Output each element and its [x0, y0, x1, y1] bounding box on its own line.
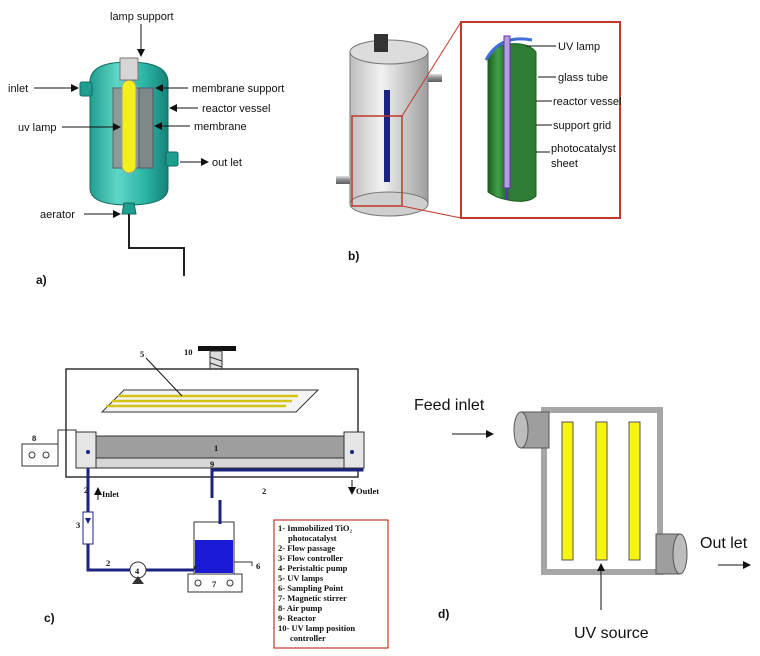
d-outlet-pipe-end: [672, 533, 688, 575]
c-legend-4: 4- Peristaltic pump: [278, 563, 348, 573]
c-num-8: 8: [32, 433, 36, 443]
b-label-reactor-vessel: reactor vessel: [553, 96, 621, 108]
c-stirrer-knob-1: [194, 579, 202, 587]
b-uv-lamp-rod: [503, 35, 511, 189]
c-legend-1b: photocatalyst: [288, 533, 337, 543]
panel-a-tag: a): [36, 273, 47, 287]
c-sampling-point: [234, 561, 253, 566]
c-num-3: 3: [76, 520, 80, 530]
c-inlet-label: Inlet: [102, 489, 119, 499]
reactor-vessel-label: reactor vessel: [202, 103, 270, 115]
c-air-pump-knob-2: [42, 451, 50, 459]
d-uv-lamp-2: [595, 421, 608, 561]
c-legend-10: 10- UV lamp position: [278, 623, 355, 633]
aerator: [121, 202, 137, 215]
c-inlet-port: [86, 450, 90, 454]
d-uv-lamp-1: [561, 421, 574, 561]
b-side-pipe-right: [428, 74, 442, 82]
c-beaker-liquid: [195, 540, 233, 573]
d-feed-inlet-label: Feed inlet: [414, 397, 485, 414]
c-outlet-label: Outlet: [356, 486, 379, 496]
b-label-glass-tube: glass tube: [558, 72, 608, 84]
b-label-sheet: sheet: [551, 158, 578, 170]
d-outlet-label: Out let: [700, 535, 748, 552]
d-inlet-pipe-end: [513, 411, 529, 449]
b-cylinder-top: [349, 39, 429, 65]
outlet-label: out let: [212, 157, 242, 169]
b-label-support-grid: support grid: [553, 120, 611, 132]
panel-d-tag: d): [438, 607, 449, 621]
panel-a: lamp support inlet membrane support reac…: [8, 11, 284, 287]
c-stirrer-knob-2: [226, 579, 234, 587]
panel-c: 10 5 1 9 8 2 2 2 3 4 6 7 Inlet Outlet 1-…: [21, 346, 389, 649]
b-label-photocatalyst: photocatalyst: [551, 143, 616, 155]
c-beaker-lines: [194, 500, 222, 570]
panel-d: Feed inlet Out let UV source d): [414, 397, 751, 642]
b-zoom-line-top: [401, 21, 462, 117]
membrane-support-label: membrane support: [192, 83, 284, 95]
c-legend-7: 7- Magnetic stirrer: [278, 593, 347, 603]
panel-b-tag: b): [348, 249, 359, 263]
inlet-label: inlet: [8, 83, 28, 95]
c-flow-controller-float: [85, 518, 91, 524]
c-legend-8: 8- Air pump: [278, 603, 323, 613]
c-flow-passage: [86, 468, 364, 572]
b-inner-lamp: [384, 90, 390, 182]
c-num-1: 1: [214, 443, 218, 453]
c-air-pump: [21, 443, 59, 467]
outlet-nozzle: [165, 151, 179, 167]
b-lamp-holder: [374, 34, 388, 52]
c-num-5: 5: [140, 349, 144, 359]
d-uv-lamp-3: [628, 421, 641, 561]
c-legend-3: 3- Flow controller: [278, 553, 343, 563]
membrane-label: membrane: [194, 121, 247, 133]
lamp-support-label: lamp support: [110, 11, 174, 23]
lamp-support-cap: [119, 57, 139, 81]
c-air-line: [57, 429, 77, 455]
membrane: [138, 87, 154, 169]
b-cylinder-bottom: [349, 191, 429, 217]
c-num-10: 10: [184, 347, 193, 357]
panel-b: UV lamp glass tube reactor vessel suppor…: [336, 21, 621, 263]
c-reactor-base: [75, 457, 363, 469]
uv-lamp-label: uv lamp: [18, 122, 57, 134]
b-highlight-box: [351, 115, 403, 207]
c-controller-bar: [198, 346, 236, 351]
b-support-grid: [507, 43, 537, 202]
c-num-9: 9: [210, 459, 214, 469]
c-legend-1: 1- Immobilized TiO₂: [278, 523, 352, 533]
panel-c-tag: c): [44, 611, 55, 625]
c-reactor-left-end: [75, 431, 97, 469]
c-pointer-5: [145, 357, 183, 397]
c-num-2a: 2: [84, 485, 88, 495]
aerator-line: [128, 214, 185, 276]
c-legend-box: [273, 519, 389, 649]
c-air-pump-knob-1: [28, 451, 36, 459]
c-num-7: 7: [212, 579, 217, 589]
uv-lamp: [121, 79, 137, 174]
inlet-nozzle: [79, 81, 93, 97]
c-legend-6: 6- Sampling Point: [278, 583, 343, 593]
c-reactor-right-end: [343, 431, 365, 469]
c-num-2b: 2: [262, 486, 266, 496]
aerator-label: aerator: [40, 209, 75, 221]
c-num-2c: 2: [106, 558, 110, 568]
c-legend-9: 9- Reactor: [278, 613, 316, 623]
c-flow-controller: [82, 511, 94, 545]
b-zoom-line-bottom: [401, 205, 462, 219]
c-legend-5: 5- UV lamps: [278, 573, 324, 583]
c-magnetic-stirrer: [187, 573, 243, 593]
c-pump-base: [132, 576, 144, 584]
b-label-uv-lamp: UV lamp: [558, 41, 600, 53]
c-num-6: 6: [256, 561, 260, 571]
c-legend-10b: controller: [290, 633, 326, 643]
b-side-pipe-left: [336, 176, 350, 184]
c-num-4: 4: [135, 566, 140, 576]
d-uv-source-label: UV source: [574, 625, 649, 642]
c-outlet-port: [350, 450, 354, 454]
c-legend-2: 2- Flow passage: [278, 543, 335, 553]
